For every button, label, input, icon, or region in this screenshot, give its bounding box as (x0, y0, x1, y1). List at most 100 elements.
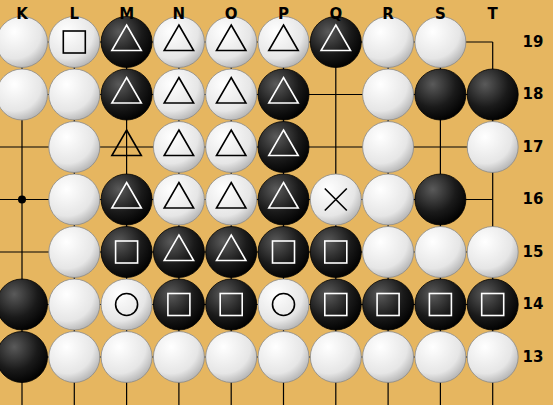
black-stone (363, 279, 414, 330)
triangle-mark (321, 25, 350, 51)
column-label: M (119, 7, 134, 22)
triangle-mark (269, 183, 298, 209)
column-label: S (435, 7, 446, 22)
cross-mark (325, 189, 347, 211)
white-stone (467, 227, 518, 278)
column-label: P (278, 7, 289, 22)
white-stone (363, 17, 414, 68)
star-point (18, 196, 26, 204)
black-stone (258, 227, 309, 278)
white-stone (153, 122, 204, 173)
column-label: T (488, 7, 498, 22)
column-label: K (16, 7, 28, 22)
row-label: 14 (523, 297, 544, 312)
column-label: Q (329, 7, 342, 22)
triangle-mark (269, 78, 298, 104)
square-mark (325, 241, 347, 263)
black-stone (467, 279, 518, 330)
column-label: N (173, 7, 186, 22)
square-mark (273, 241, 295, 263)
white-stone (49, 174, 100, 225)
grid-lines (0, 42, 493, 405)
square-mark (116, 241, 138, 263)
white-stone (206, 17, 257, 68)
row-label: 17 (523, 140, 544, 155)
square-mark (377, 294, 399, 316)
triangle-mark (112, 78, 141, 104)
white-stone (363, 174, 414, 225)
triangle-mark (216, 130, 245, 156)
triangle-mark (216, 183, 245, 209)
triangle-mark (112, 25, 141, 51)
white-stone (49, 227, 100, 278)
row-label: 15 (523, 245, 544, 260)
white-stone (0, 69, 48, 120)
white-stone (49, 122, 100, 173)
white-stone (258, 279, 309, 330)
square-mark (325, 294, 347, 316)
triangle-mark (216, 78, 245, 104)
black-stone (153, 279, 204, 330)
black-stone (0, 332, 48, 383)
black-stone (206, 227, 257, 278)
black-stone (310, 17, 361, 68)
white-stone (153, 332, 204, 383)
triangle-mark (216, 25, 245, 51)
black-stone (415, 174, 466, 225)
row-label: 19 (523, 35, 544, 50)
triangle-mark (164, 130, 193, 156)
triangle-mark (164, 235, 193, 261)
white-stone (49, 332, 100, 383)
black-stone (101, 69, 152, 120)
square-mark (168, 294, 190, 316)
white-stone (363, 122, 414, 173)
triangle-mark (269, 25, 298, 51)
square-mark (63, 31, 85, 53)
black-stone (258, 122, 309, 173)
triangle-mark (269, 130, 298, 156)
black-stone (258, 174, 309, 225)
column-label: L (70, 7, 80, 22)
triangle-mark (112, 183, 141, 209)
row-label: 13 (523, 350, 544, 365)
triangle-mark (112, 130, 141, 156)
white-stone (467, 332, 518, 383)
row-label: 18 (523, 87, 544, 102)
black-stone (310, 279, 361, 330)
white-stone (310, 332, 361, 383)
triangle-mark (164, 183, 193, 209)
white-stone (153, 69, 204, 120)
white-stone (258, 332, 309, 383)
white-stone (101, 279, 152, 330)
square-mark (429, 294, 451, 316)
triangle-mark (164, 78, 193, 104)
white-stone (310, 174, 361, 225)
black-stone (415, 69, 466, 120)
white-stone (206, 69, 257, 120)
white-stone (258, 17, 309, 68)
black-stone (0, 279, 48, 330)
white-stone (49, 17, 100, 68)
black-stone (310, 227, 361, 278)
black-stone (101, 174, 152, 225)
white-stone (49, 279, 100, 330)
white-stone (363, 69, 414, 120)
circle-mark (273, 294, 295, 316)
column-label: O (225, 7, 238, 22)
white-stone (206, 332, 257, 383)
white-stone (415, 17, 466, 68)
white-stone (101, 332, 152, 383)
white-stone (0, 17, 48, 68)
black-stone (467, 69, 518, 120)
column-label: R (382, 7, 394, 22)
circle-mark (116, 294, 138, 316)
square-mark (482, 294, 504, 316)
white-stone (467, 122, 518, 173)
white-stone (415, 227, 466, 278)
black-stone (415, 279, 466, 330)
row-label: 16 (523, 192, 544, 207)
black-stone (101, 227, 152, 278)
stones (0, 17, 518, 383)
triangle-mark (164, 25, 193, 51)
